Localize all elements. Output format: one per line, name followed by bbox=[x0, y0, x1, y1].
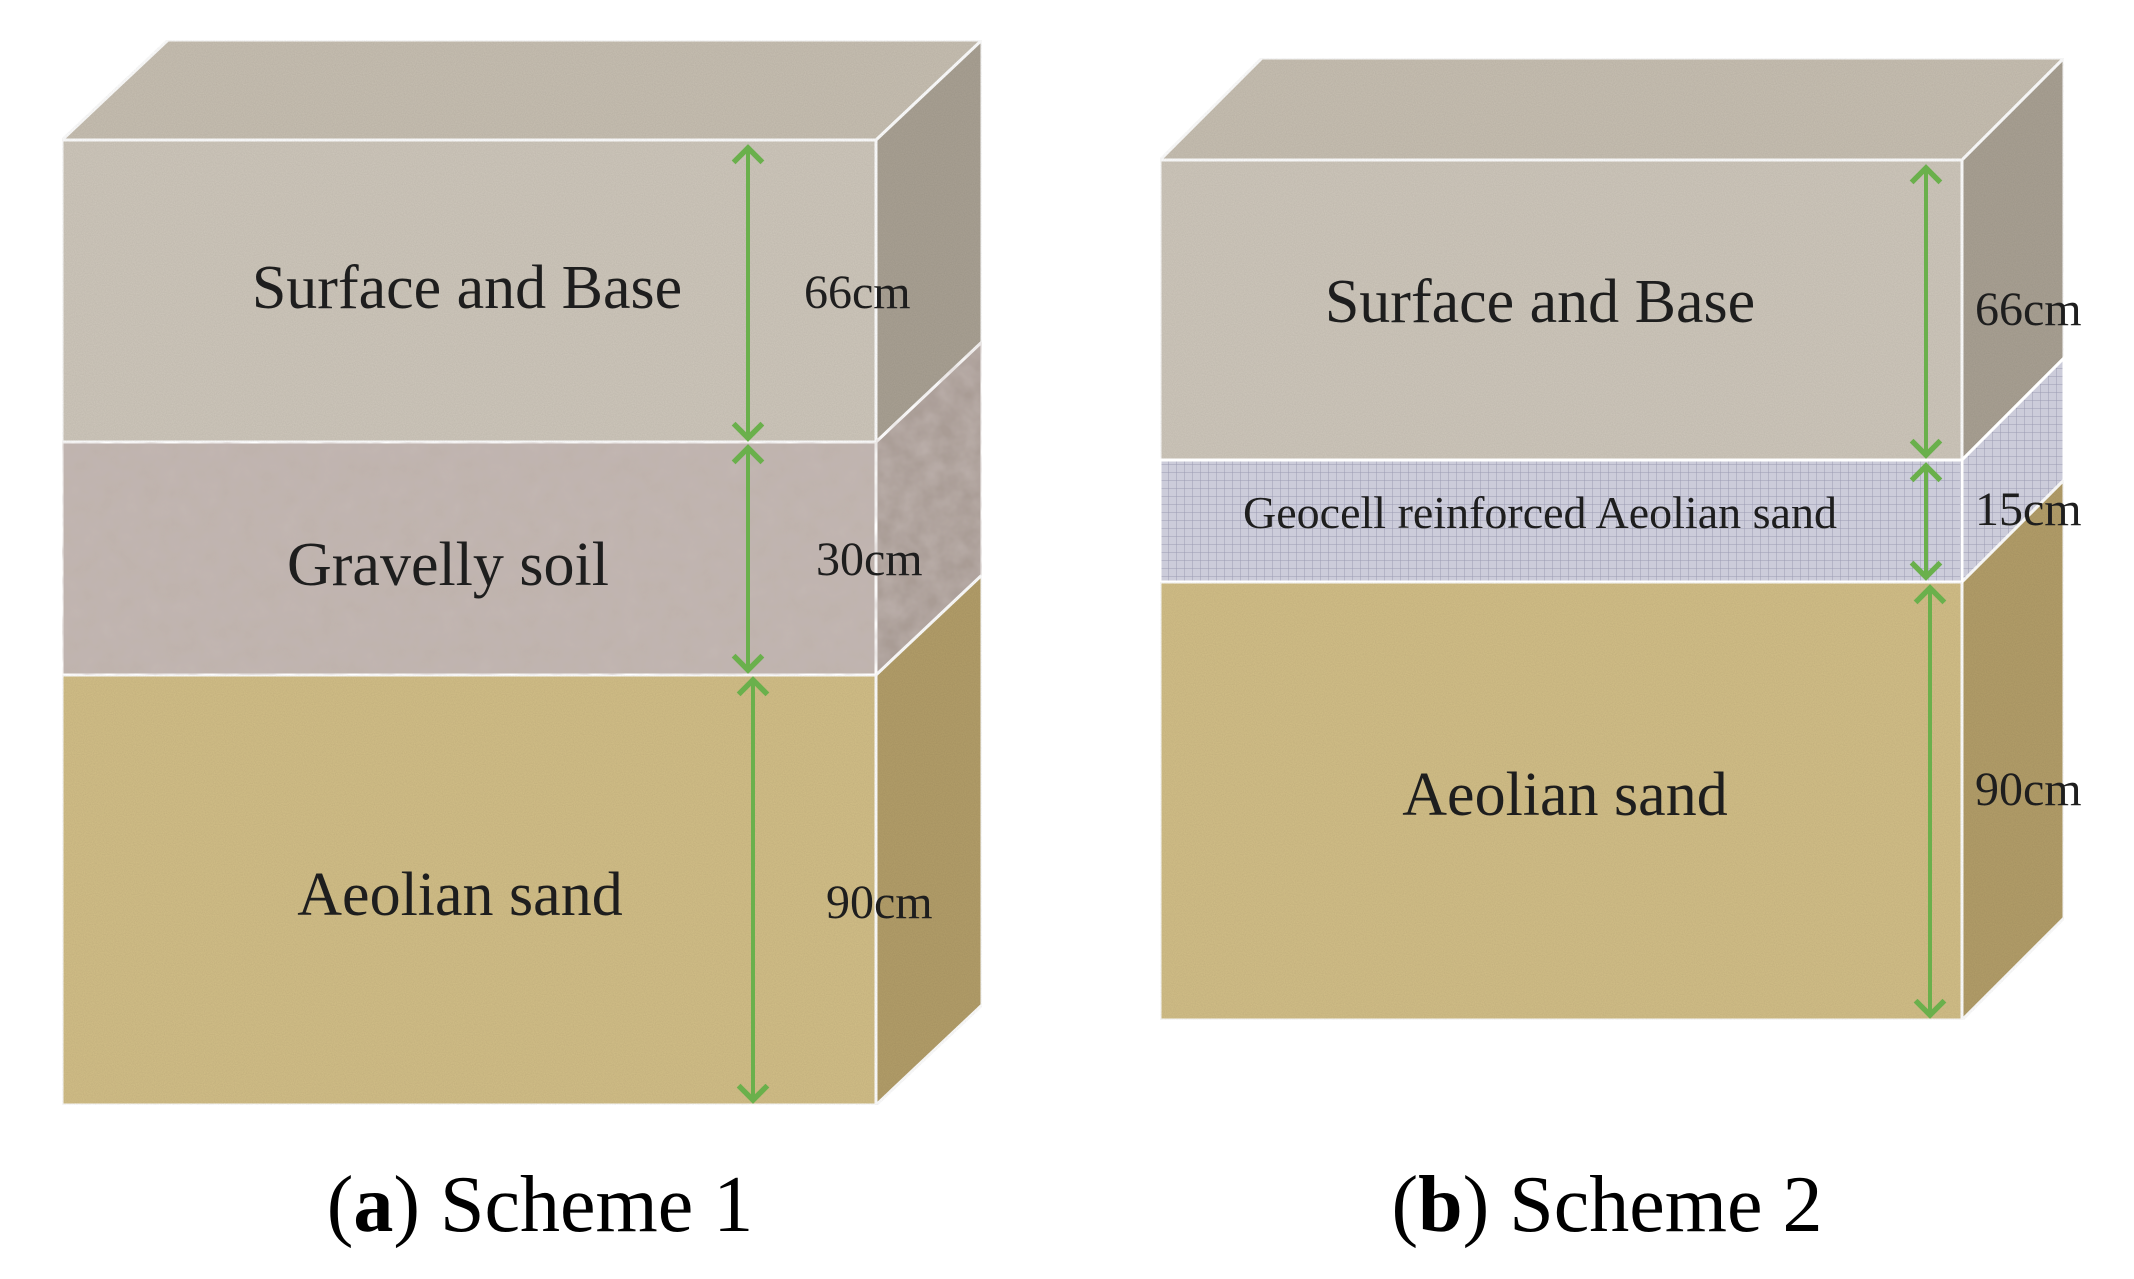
panel-a-top-face bbox=[58, 38, 986, 142]
panel-a-caption-text: Scheme 1 bbox=[440, 1161, 754, 1249]
panel-b-caption-text: Scheme 2 bbox=[1509, 1161, 1823, 1249]
panel-b-layer-label-geocell: Geocell reinforced Aeolian sand bbox=[1243, 487, 1837, 538]
panel-b-thickness-geocell: 15cm bbox=[1975, 483, 2082, 536]
panel-a-thickness-base: 66cm bbox=[804, 266, 911, 319]
panel-a-caption: (a) Scheme 1 bbox=[326, 1161, 754, 1249]
panel-a-block: Surface and Base Gravelly soil Aeolian s… bbox=[58, 36, 986, 1109]
panel-a-thickness-sand: 90cm bbox=[826, 876, 933, 929]
panel-b-layer-geocell bbox=[1158, 458, 1964, 584]
panel-b-thickness-sand: 90cm bbox=[1975, 763, 2082, 816]
panel-b-layer-label-base: Surface and Base bbox=[1325, 268, 1755, 336]
panel-b-layer-base bbox=[1158, 158, 1964, 462]
panel-a-caption-letter: a bbox=[353, 1161, 394, 1249]
panel-b-layer-sand bbox=[1158, 580, 1964, 1022]
panel-b-block: Surface and Base Geocell reinforced Aeol… bbox=[1156, 54, 2082, 1024]
panel-a-layer-label-sand: Aeolian sand bbox=[297, 861, 622, 929]
panel-b-thickness-base: 66cm bbox=[1975, 283, 2082, 336]
panel-b-top-face bbox=[1156, 56, 2068, 162]
panel-b-caption: (b) Scheme 2 bbox=[1391, 1161, 1823, 1249]
panel-a-layer-label-gravel: Gravelly soil bbox=[287, 531, 609, 599]
panel-a-layer-label-base: Surface and Base bbox=[252, 254, 682, 322]
panel-b-caption-letter: b bbox=[1418, 1161, 1463, 1249]
panel-b-layer-label-sand: Aeolian sand bbox=[1402, 761, 1727, 829]
panel-a-thickness-gravel: 30cm bbox=[816, 533, 923, 586]
